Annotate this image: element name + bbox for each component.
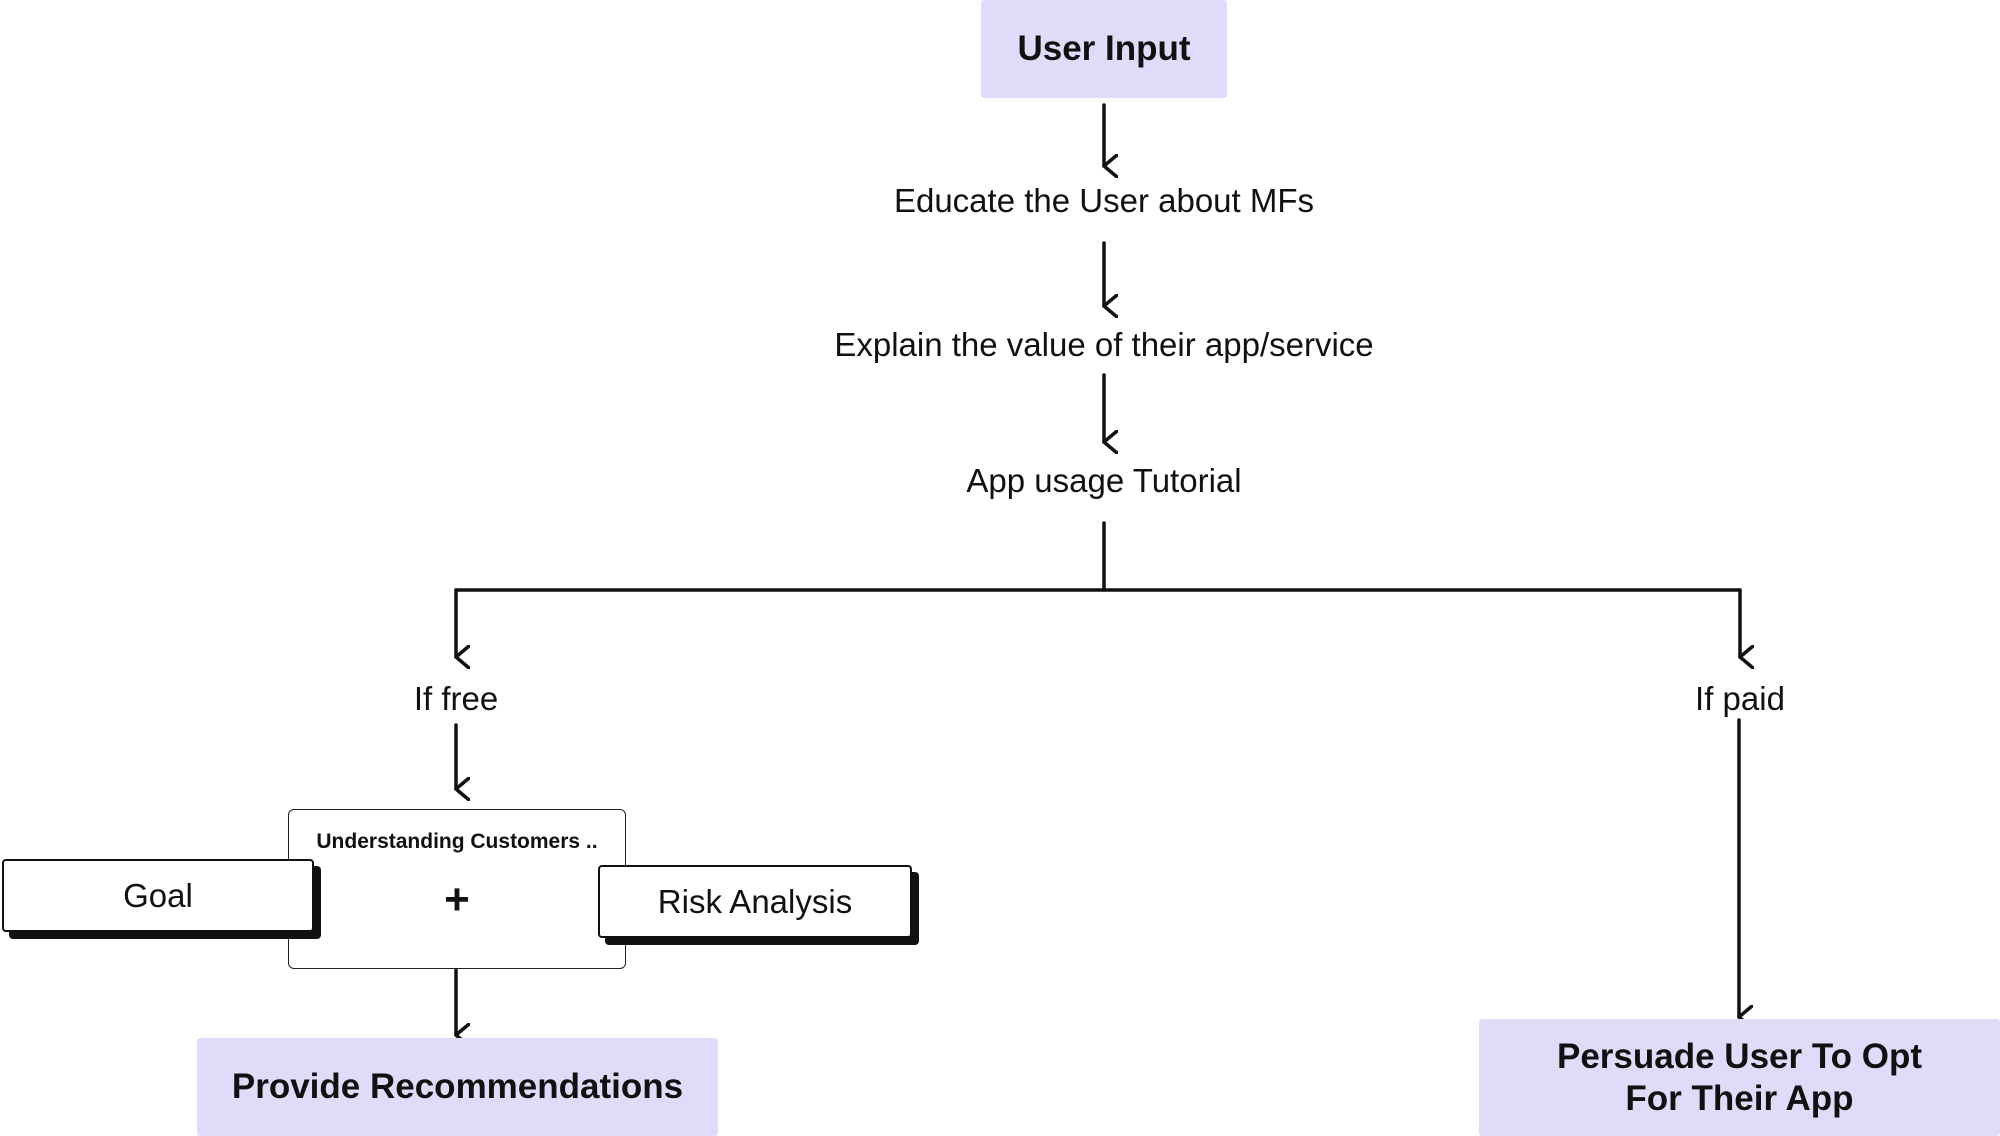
node-explain: Explain the value of their app/service xyxy=(789,321,1419,369)
card-risk-analysis: Risk Analysis xyxy=(598,865,912,938)
card-goal-label: Goal xyxy=(123,876,193,914)
node-understanding-customers: Understanding Customers .. + xyxy=(288,809,626,969)
node-if-paid: If paid xyxy=(1660,675,1820,723)
node-user-input-label: User Input xyxy=(1017,29,1191,68)
understanding-customers-title: Understanding Customers .. xyxy=(316,830,598,853)
node-persuade-user-label: Persuade User To Opt For Their App xyxy=(1556,1036,1922,1118)
node-educate-label: Educate the User about MFs xyxy=(893,182,1315,219)
plus-symbol: + xyxy=(444,875,470,924)
node-user-input: User Input xyxy=(981,0,1227,98)
node-tutorial: App usage Tutorial xyxy=(924,457,1284,505)
node-explain-label: Explain the value of their app/service xyxy=(834,326,1374,363)
node-if-free-label: If free xyxy=(413,680,499,717)
node-educate: Educate the User about MFs xyxy=(854,177,1354,225)
node-tutorial-label: App usage Tutorial xyxy=(966,462,1242,499)
card-risk-analysis-label: Risk Analysis xyxy=(657,882,853,920)
card-goal: Goal xyxy=(2,859,314,932)
node-if-free: If free xyxy=(376,675,536,723)
node-provide-recommendations: Provide Recommendations xyxy=(197,1038,718,1136)
node-if-paid-label: If paid xyxy=(1695,680,1785,717)
node-persuade-user: Persuade User To Opt For Their App xyxy=(1479,1019,2000,1136)
node-provide-recommendations-label: Provide Recommendations xyxy=(231,1067,684,1106)
